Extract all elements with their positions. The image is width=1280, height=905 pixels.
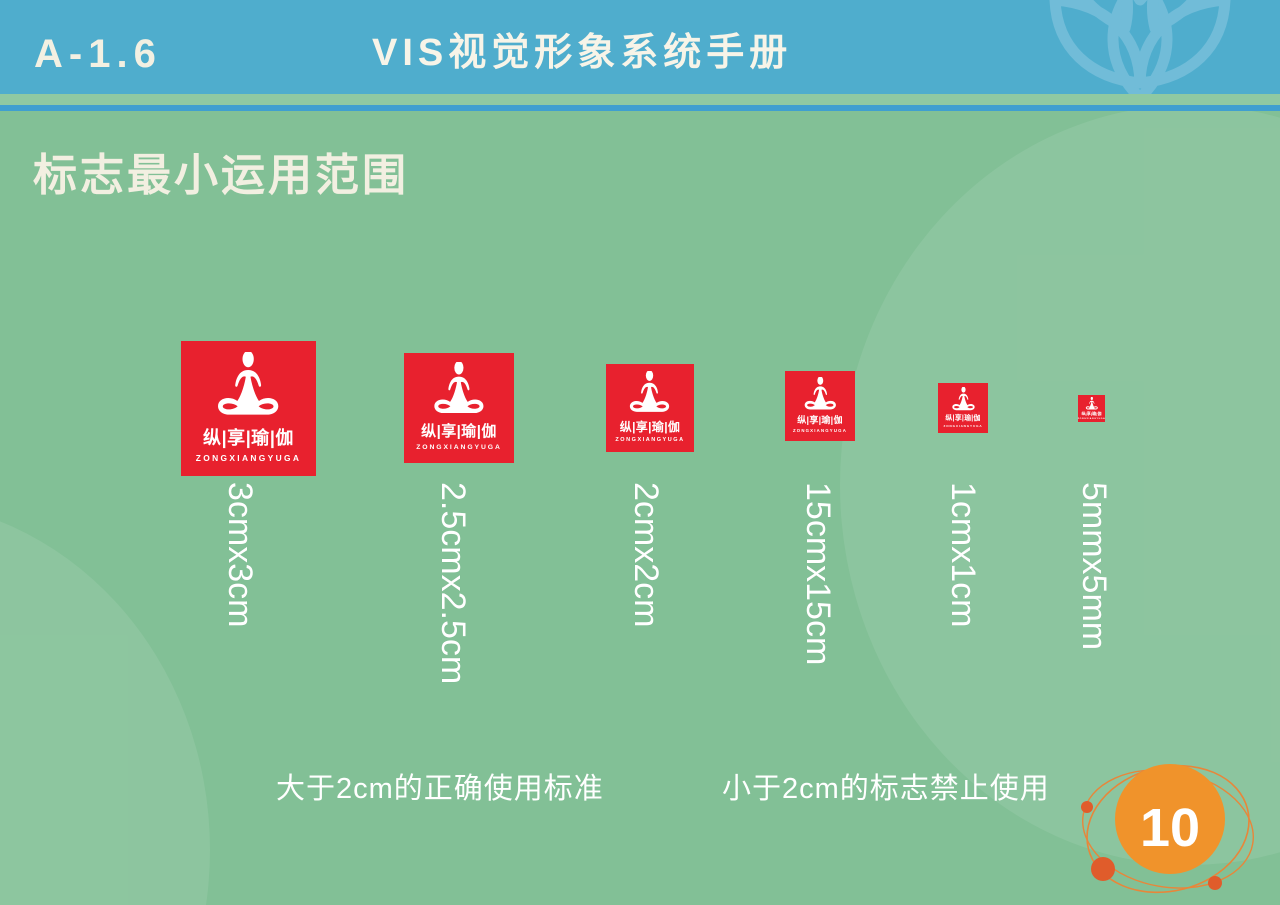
size-label-4: 15cmx15cm [799,482,837,666]
logo-brand-en: ZONGXIANGYUGA [1077,417,1106,420]
page-code: A-1.6 [34,32,162,76]
page-title: VIS视觉形象系统手册 [372,32,793,74]
page-badge-graphic [1081,764,1254,894]
logo-mark: 纵|享|瑜|伽 ZONGXIANGYUGA [181,341,316,476]
logo-specimen-4[interactable]: 纵|享|瑜|伽 ZONGXIANGYUGA [785,371,855,441]
meditating-yoga-figure-icon [218,351,279,415]
size-label-6: 5mmx5mm [1075,482,1113,651]
logo-brand-cn: 纵|享|瑜|伽 [619,420,681,435]
size-label-3: 2cmx2cm [627,482,665,628]
logo-brand-cn: 纵|享|瑜|伽 [945,415,981,423]
section-heading: 标志最小运用范围 [33,151,409,200]
logo-brand-cn: 纵|享|瑜|伽 [203,427,294,448]
divider-band-blue [0,105,1280,111]
page-header: A-1.6 VIS视觉形象系统手册 [0,0,1280,94]
logo-brand-en: ZONGXIANGYUGA [943,424,983,429]
page-number-badge: 10 [1072,757,1262,897]
caption-valid-usage: 大于2cm的正确使用标准 [276,773,604,805]
divider-band-light [0,94,1280,105]
logo-brand-en: ZONGXIANGYUGA [615,436,685,443]
caption-invalid-usage: 小于2cm的标志禁止使用 [722,773,1050,805]
logo-brand-cn: 纵|享|瑜|伽 [1081,411,1102,417]
meditating-yoga-figure-icon [630,371,670,412]
lotus-flower-icon [1049,0,1231,94]
meditating-yoga-figure-icon [1085,397,1098,410]
page-number-text: 10 [1139,798,1201,858]
logo-brand-en: ZONGXIANGYUGA [792,428,848,434]
logo-brand-en: ZONGXIANGYUGA [195,452,302,463]
logo-brand-en: ZONGXIANGYUGA [416,444,502,452]
meditating-yoga-figure-icon [434,361,484,413]
logo-mark: 纵|享|瑜|伽 ZONGXIANGYUGA [404,353,514,463]
size-label-2: 2.5cmx2.5cm [434,482,472,685]
logo-specimen-2[interactable]: 纵|享|瑜|伽 ZONGXIANGYUGA [404,353,514,463]
meditating-yoga-figure-icon [804,376,836,410]
logo-brand-cn: 纵|享|瑜|伽 [797,415,843,426]
size-label-1: 3cmx3cm [221,482,259,628]
logo-mark: 纵|享|瑜|伽 ZONGXIANGYUGA [785,371,855,441]
meditating-yoga-figure-icon [951,387,975,411]
logo-brand-cn: 纵|享|瑜|伽 [421,423,497,441]
size-label-5: 1cmx1cm [944,482,982,628]
logo-specimen-1[interactable]: 纵|享|瑜|伽 ZONGXIANGYUGA [181,341,316,476]
